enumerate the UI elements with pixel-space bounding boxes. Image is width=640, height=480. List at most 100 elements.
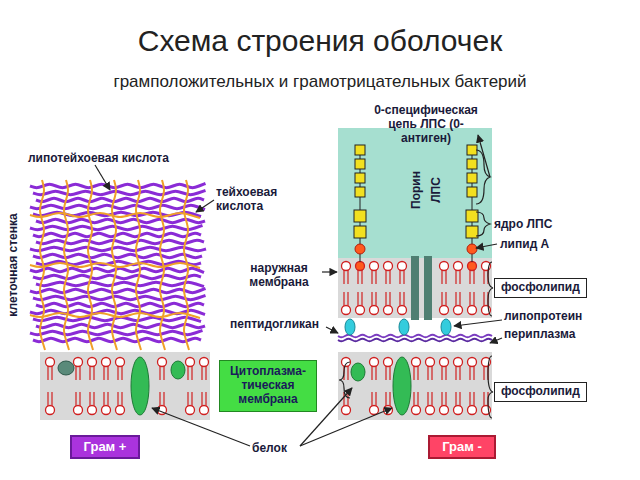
teichoic-acid-strand [30,213,200,218]
phospholipid [426,358,435,381]
teichoic-acid-strand [160,180,165,350]
phospholipid [454,358,463,381]
phospholipid [102,392,111,415]
peptidoglycan-strand [36,282,204,286]
peptidoglycan-strand [33,338,201,341]
phospholipid [46,392,55,415]
part-label: тейхоевая кислота [216,186,308,214]
peptidoglycan-strand [33,296,206,300]
lipoprotein [441,319,451,335]
gram-badge: Грам + [70,435,141,460]
phospholipid [74,392,83,415]
phospholipid [102,358,111,381]
phospholipid [200,392,209,415]
phospholipid [398,262,407,285]
part-label: липид А [500,238,549,252]
cytoplasmic-membrane-band [40,352,210,420]
part-label: ЛПС [430,177,444,203]
membrane-protein [351,363,365,381]
leader-line [490,338,502,343]
phospholipid [398,292,407,315]
o-antigen-unit [467,145,477,155]
leader-line [95,165,110,190]
phospholipid [440,358,449,381]
peptidoglycan-strand [30,289,206,293]
part-label: пептидогликан [230,318,319,332]
o-antigen-unit [355,187,365,197]
phospholipid [342,262,351,285]
phospholipid [74,358,83,381]
membrane-protein [131,357,149,415]
lps-core-unit [354,210,366,222]
lipoprotein [399,319,409,335]
o-antigen-brace [476,150,490,204]
o-antigen-unit [467,187,477,197]
lipid-a [467,244,477,254]
peptidoglycan-strand [30,205,205,209]
phospholipid [342,292,351,315]
phospholipid-brace [488,262,493,316]
leader-line [476,244,497,248]
phospholipid [88,358,97,381]
cytoplasmic-membrane-band [338,352,492,420]
phospholipid [200,358,209,381]
phospholipid-box: фосфолипид [494,278,587,298]
porin [411,256,419,320]
leader-line [454,320,502,326]
peptidoglycan-strand [30,247,206,250]
peptidoglycan-strand [33,233,201,236]
peptidoglycan-strand [36,324,205,327]
teichoic-acid-strand [136,180,141,350]
part-label: липотейхоевая кислота [28,152,169,166]
porin [424,256,432,320]
part-label: ядро ЛПС [494,218,552,232]
phospholipid [46,358,55,381]
phospholipid [384,358,393,381]
o-antigen-unit [467,159,477,169]
part-label: Порин [410,171,424,209]
phospholipid [356,262,365,285]
phospholipid [440,392,449,415]
peptidoglycan-strand [36,303,204,306]
phospholipid [370,392,379,415]
diagram-title: Схема строения оболочек [0,24,640,59]
phospholipid [186,392,195,415]
part-label: наружная мембрана [236,262,322,290]
phospholipid [116,358,125,381]
peptidoglycan-strand [36,219,205,222]
diagram-caption: грамположительных и грамотрицательных ба… [0,72,640,92]
peptidoglycan-strand [30,331,203,335]
leader-line [196,200,214,212]
o-antigen-unit [467,173,477,183]
part-label: 0-специфическая цепь ЛПС (0-антиген) [364,104,488,145]
peptidoglycan-strand [33,317,201,321]
part-label: периплазма [504,328,575,342]
phospholipid [468,392,477,415]
phospholipid [440,292,449,315]
teichoic-acid-strand [30,263,200,268]
phospholipid [440,262,449,285]
phospholipid-box: фосфолипид [494,382,587,402]
leader-line [152,408,250,446]
part-label: клеточная стенка [7,213,21,316]
phospholipid [468,292,477,315]
phospholipid [158,358,167,381]
node-text: Цитоплазма- тическая мембрана [223,365,313,406]
phospholipid [454,292,463,315]
node-text: фосфолипид [501,385,580,399]
phospholipid [370,358,379,381]
phospholipid [412,392,421,415]
phospholipid [468,262,477,285]
peptidoglycan-strand [30,268,204,272]
o-antigen-unit [355,173,365,183]
node-text: фосфолипид [501,281,580,295]
gram-badge: Грам - [428,435,496,460]
peptidoglycan-strand [33,275,201,278]
phospholipid [88,392,97,415]
leader-line [322,271,337,272]
lps-core-unit [354,226,366,238]
membrane-box: Цитоплазма- тическая мембрана [219,360,317,411]
phospholipid [356,292,365,315]
core-brace [476,212,490,236]
o-antigen-unit [355,159,365,169]
